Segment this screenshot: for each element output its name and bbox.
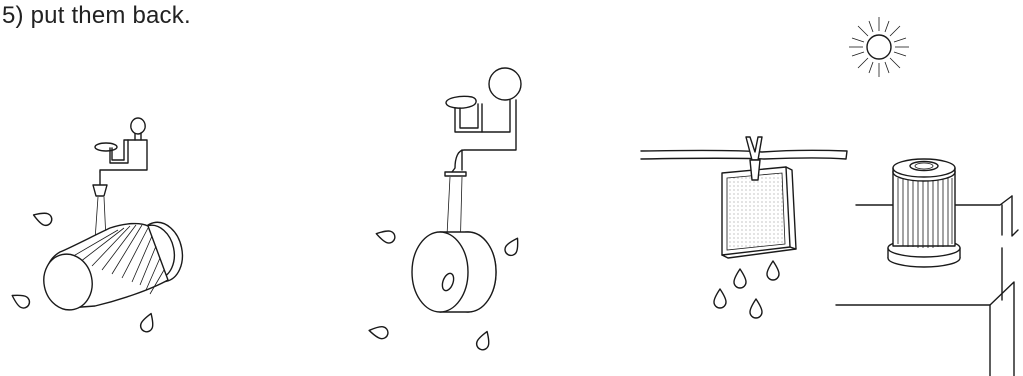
water-drop-icon <box>374 227 397 246</box>
faucet-icon <box>92 117 148 197</box>
faucet-icon <box>444 67 522 177</box>
step-caption: 5) put them back. <box>2 2 191 29</box>
water-drop-icon <box>474 328 494 353</box>
panel-dry-filters <box>640 17 1019 376</box>
cone-filter-icon <box>43 221 184 311</box>
water-drop-icon <box>8 289 33 311</box>
water-drop-icon <box>367 323 390 341</box>
panel-wash-disc-filter <box>367 67 524 353</box>
clothespin-icon <box>745 136 763 181</box>
sponge-filter-icon <box>721 166 797 259</box>
water-drop-icon <box>766 260 780 281</box>
water-drop-icon <box>502 234 524 259</box>
panel-wash-cone-filter <box>8 117 184 335</box>
cylinder-filter-icon <box>887 158 961 268</box>
disc-filter-icon <box>411 231 497 313</box>
water-drop-icon <box>733 268 747 289</box>
water-drop-icon <box>749 298 763 319</box>
water-drop-icon <box>138 310 158 335</box>
water-drop-icon <box>713 288 727 309</box>
sun-icon <box>849 17 909 77</box>
water-drop-icon <box>30 208 55 228</box>
clothesline-icon <box>640 149 848 160</box>
